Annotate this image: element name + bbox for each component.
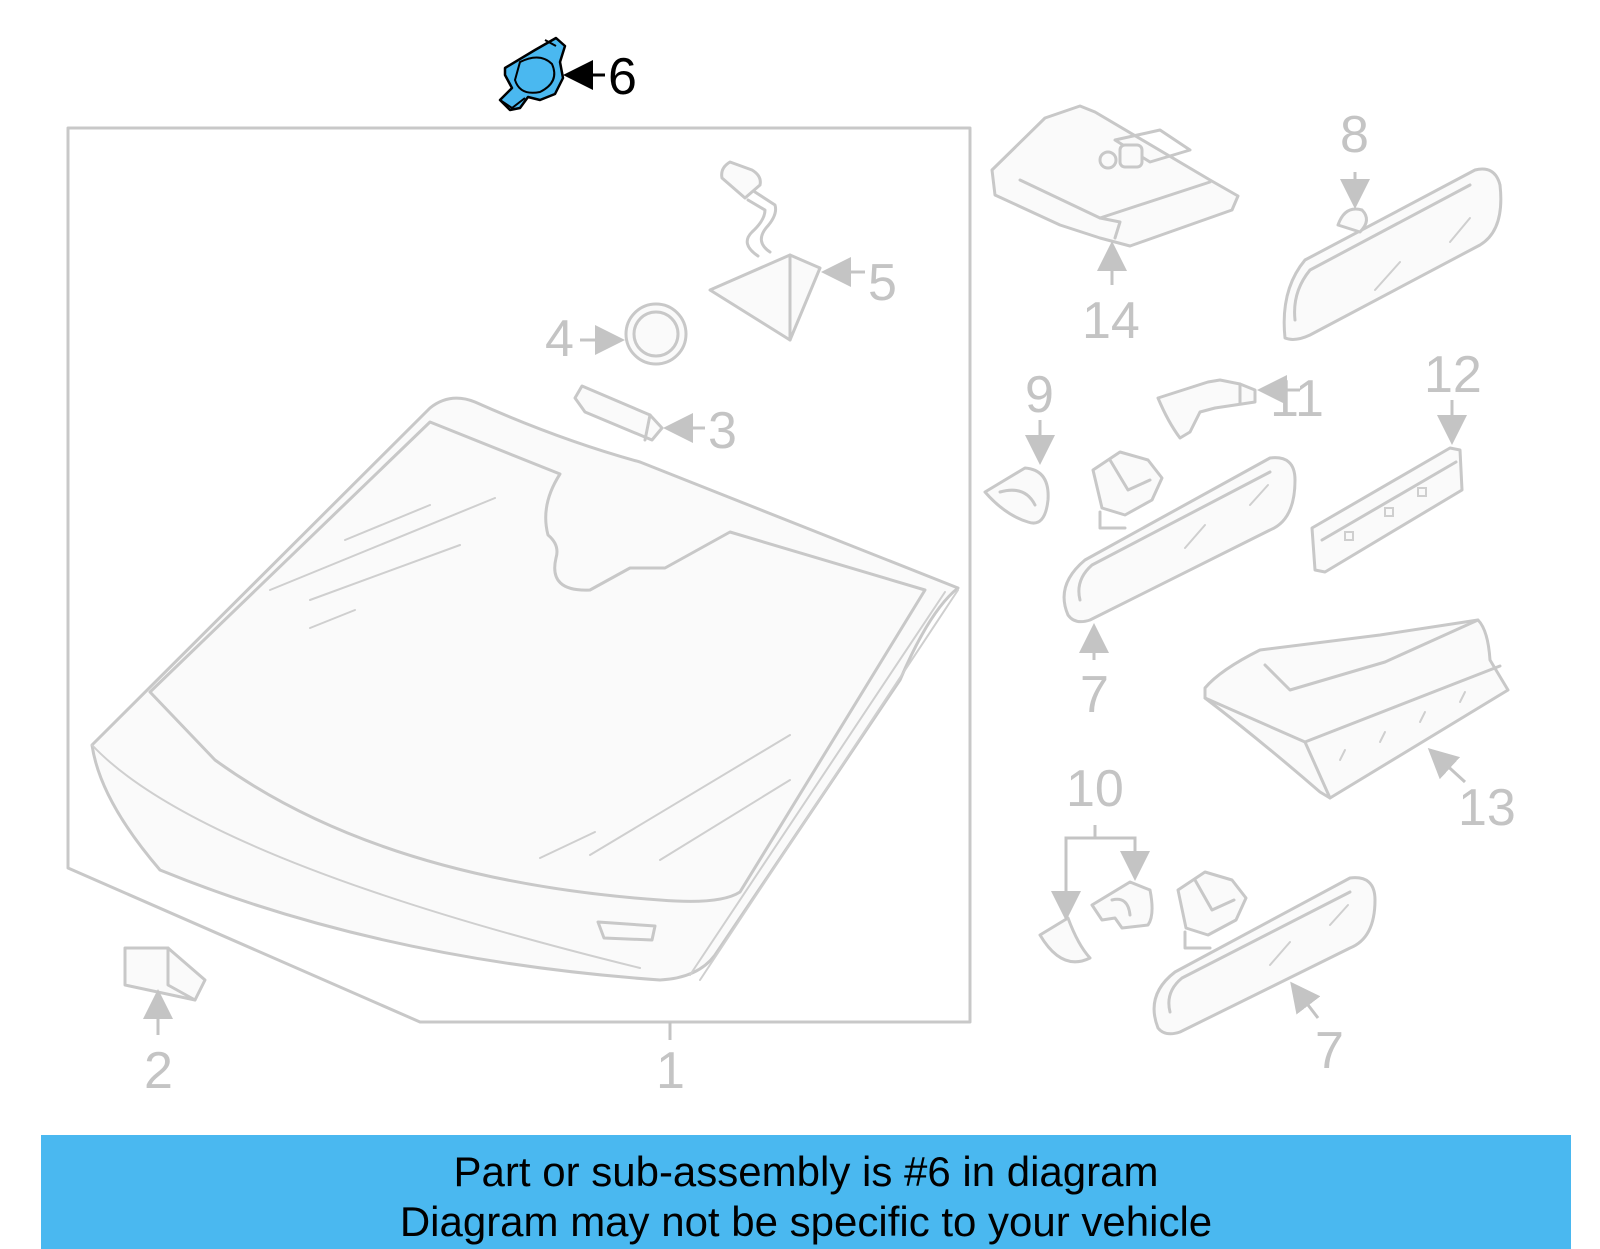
callout-14[interactable]: 14 xyxy=(1082,292,1140,350)
banner-line-1: Part or sub-assembly is #6 in diagram xyxy=(453,1148,1159,1195)
callout-3[interactable]: 3 xyxy=(708,402,737,460)
part-2-bracket[interactable] xyxy=(123,946,207,1002)
callout-11[interactable]: 11 xyxy=(1270,370,1324,428)
part-6-sensor[interactable] xyxy=(498,36,567,112)
part-13-tray[interactable] xyxy=(1203,618,1510,800)
part-9-cover[interactable] xyxy=(983,466,1050,525)
callout-10[interactable]: 10 xyxy=(1066,760,1124,818)
callout-5[interactable]: 5 xyxy=(868,254,897,312)
callout-8[interactable]: 8 xyxy=(1340,106,1369,164)
callout-6[interactable]: 6 xyxy=(608,48,637,106)
callout-4[interactable]: 4 xyxy=(545,310,574,368)
part-7-mirror-a[interactable] xyxy=(1062,450,1297,624)
banner-line-2: Diagram may not be specific to your vehi… xyxy=(399,1198,1213,1245)
part-10-covers[interactable] xyxy=(1038,880,1154,964)
part-8-mirror[interactable] xyxy=(1282,167,1503,341)
callout-7b[interactable]: 7 xyxy=(1315,1022,1344,1080)
info-banner: Part or sub-assembly is #6 in diagram Di… xyxy=(41,1135,1571,1249)
part-4-ring[interactable] xyxy=(624,302,688,366)
part-11-clip[interactable] xyxy=(1156,378,1257,440)
callout-9[interactable]: 9 xyxy=(1025,366,1054,424)
part-1-windshield[interactable] xyxy=(66,126,972,1024)
callout-2[interactable]: 2 xyxy=(144,1042,173,1100)
callout-7a[interactable]: 7 xyxy=(1080,666,1109,724)
callout-13[interactable]: 13 xyxy=(1458,779,1516,837)
part-14-console[interactable] xyxy=(990,104,1240,248)
part-12-trim[interactable] xyxy=(1310,446,1464,574)
callout-12[interactable]: 12 xyxy=(1424,346,1482,404)
part-5-harness[interactable] xyxy=(708,160,822,342)
part-7-mirror-b[interactable] xyxy=(1152,870,1377,1036)
part-3-pad[interactable] xyxy=(573,384,664,442)
callout-1[interactable]: 1 xyxy=(656,1042,685,1100)
